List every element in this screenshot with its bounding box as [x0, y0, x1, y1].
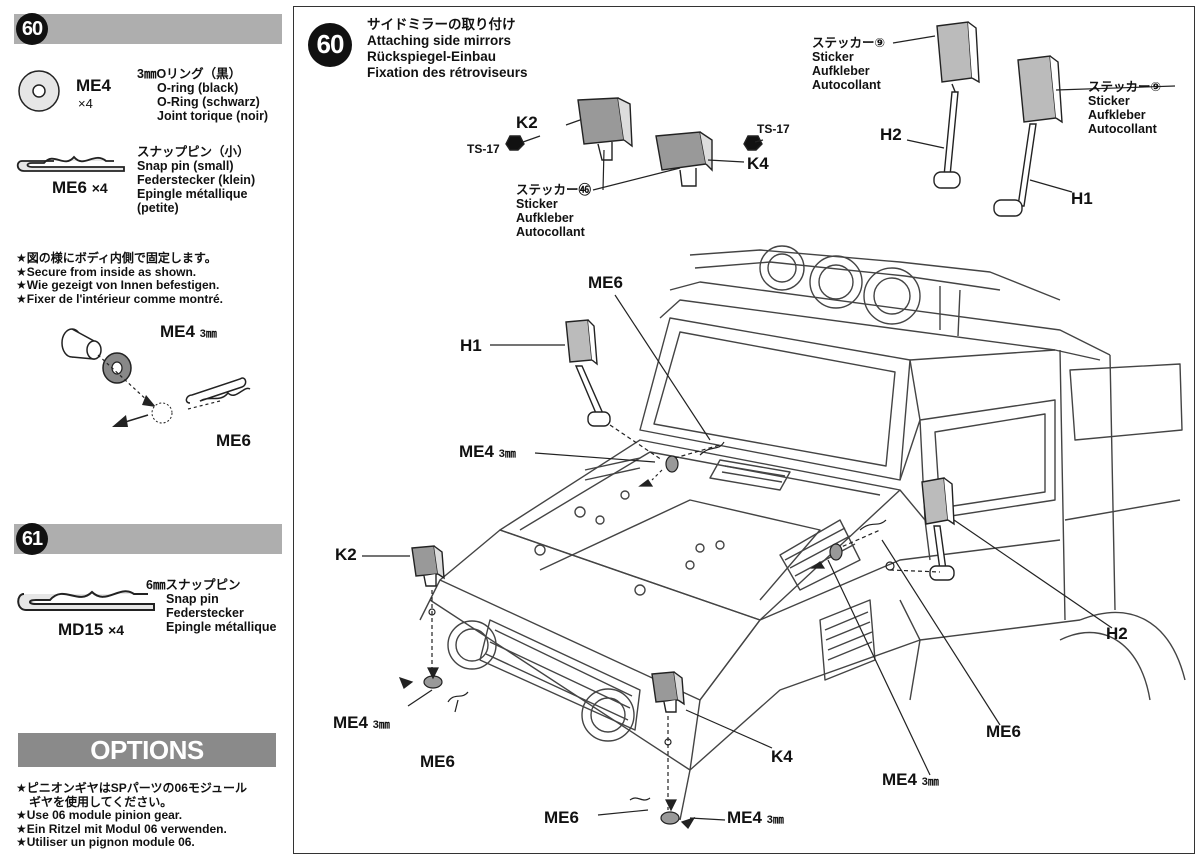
label-me4-car: ME4 3㎜ — [459, 442, 516, 461]
label-ts17-left: TS-17 — [467, 142, 500, 156]
step-60-badge: 60 — [16, 13, 48, 45]
main-step-titles: サイドミラーの取り付け Attaching side mirrors Rücks… — [367, 17, 528, 80]
part-code-md15: MD15 ×4 — [58, 620, 125, 639]
label-me6-top: ME6 — [588, 273, 623, 292]
o-ring-icon — [18, 70, 60, 112]
step-60-main-panel — [293, 6, 1195, 854]
label-k2-top: K2 — [516, 113, 538, 132]
main-step-badge-circle — [308, 23, 352, 67]
label-h1-car: H1 — [460, 336, 482, 355]
label-k4-top: K4 — [747, 154, 769, 173]
label-me6-bottom-left: ME6 — [420, 752, 455, 771]
part-code-me6: ME6 ×4 — [52, 178, 108, 197]
label-me6-right: ME6 — [986, 722, 1021, 741]
mounting-detail-illustration — [61, 328, 251, 427]
step-60-header-bar — [14, 14, 282, 44]
label-me4-bottom-left: ME4 3㎜ — [333, 713, 390, 732]
part-desc-md15: 6㎜スナップピン Snap pin Federstecker Epingle m… — [146, 578, 277, 634]
sticker-9-label-left: ステッカー⑨ Sticker Aufkleber Autocollant — [812, 36, 886, 92]
part-code-me4: ME4 — [76, 76, 111, 95]
step-61-badge: 61 — [16, 523, 48, 555]
sticker-46-label: ステッカー㊻ Sticker Aufkleber Autocollant — [516, 183, 592, 239]
label-me6-bottom: ME6 — [544, 808, 579, 827]
part-qty-me4: ×4 — [78, 96, 93, 111]
label-h2-top: H2 — [880, 125, 902, 144]
main-step-number: 60 — [316, 29, 345, 59]
detail-label-me4: ME4 3㎜ — [160, 322, 217, 341]
snap-pin-small-icon — [16, 155, 125, 172]
step-61-header-bar — [14, 524, 282, 554]
step-60-notes: ★図の様にボディ内側で固定します。 ★Secure from inside as… — [16, 251, 223, 306]
label-me4-bottom-right: ME4 3㎜ — [882, 770, 939, 789]
label-ts17-right: TS-17 — [757, 122, 790, 136]
part-desc-me6: スナップピン（小） Snap pin (small) Federstecker … — [137, 145, 256, 215]
part-desc-me4: 3㎜Oリング（黒） O-ring (black) O-Ring (schwarz… — [137, 67, 269, 123]
label-h2-car: H2 — [1106, 624, 1128, 643]
sticker-9-label-right: ステッカー⑨ Sticker Aufkleber Autocollant — [1088, 80, 1162, 136]
detail-label-me6: ME6 — [216, 431, 251, 450]
options-header: OPTIONS — [18, 733, 276, 767]
label-k2-car: K2 — [335, 545, 357, 564]
snap-pin-large-icon — [17, 590, 155, 611]
label-k4-car: K4 — [771, 747, 793, 766]
label-me4-bottom: ME4 3㎜ — [727, 808, 784, 827]
options-notes: ★ピニオンギヤはSPパーツの06モジュール ギヤを使用してください。 ★Use … — [16, 781, 248, 849]
label-h1-top: H1 — [1071, 189, 1093, 208]
